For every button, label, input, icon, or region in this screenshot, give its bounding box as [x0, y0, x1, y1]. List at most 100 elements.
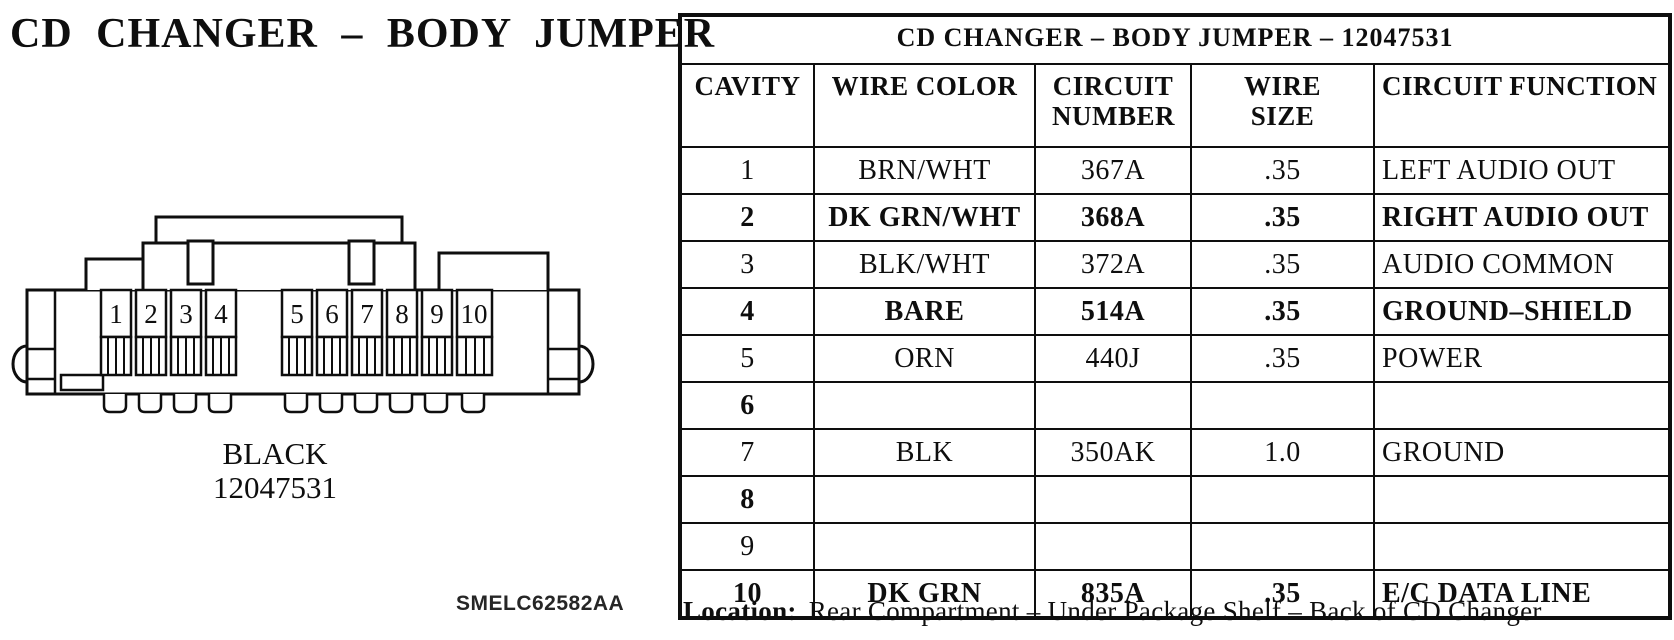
location-text: Rear Compartment – Under Package Shelf –…: [808, 596, 1542, 626]
page-title: CD CHANGER – BODY JUMPER: [10, 11, 716, 57]
cell-wire-size: [1190, 522, 1375, 571]
connector-lock-post-right: [347, 239, 376, 286]
pin-number: 5: [290, 299, 304, 329]
cell-wire-color: DK GRN/WHT: [813, 193, 1036, 242]
pin-box: [134, 288, 168, 339]
pin-foot: [423, 394, 449, 414]
cell-wire-size: .35: [1190, 240, 1375, 289]
cell-cavity: 8: [679, 475, 815, 524]
pin-box: [169, 288, 203, 339]
cell-wire-size: .35: [1190, 146, 1375, 195]
cell-circuit-number: 372A: [1034, 240, 1192, 289]
pin-foot: [137, 394, 163, 414]
connector-inner-lines: [27, 290, 579, 394]
table-row: 1 BRN/WHT 367A .35 LEFT AUDIO OUT: [679, 146, 1672, 195]
table-row: 9: [679, 522, 1672, 571]
cell-cavity: 9: [679, 522, 815, 571]
cell-wire-size: [1190, 381, 1375, 430]
pin-box: [455, 288, 494, 339]
table-row: 4 BARE 514A .35 GROUND–SHIELD: [679, 287, 1672, 336]
pin-number: 9: [430, 299, 444, 329]
connector-shoulder-right: [437, 251, 550, 290]
pin-foot: [388, 394, 414, 414]
pin-number: 4: [214, 299, 228, 329]
cell-wire-color: ORN: [813, 334, 1036, 383]
cell-circuit-number: 367A: [1034, 146, 1192, 195]
cell-circuit-number: [1034, 475, 1192, 524]
pin-foot: [172, 394, 198, 414]
table-row: 10 DK GRN 835A .35 E/C DATA LINE: [679, 569, 1672, 619]
pin-contact-hatch-lines: [358, 337, 376, 375]
pin-box: [350, 288, 384, 339]
pin-contact-hatch-lines: [323, 337, 341, 375]
connector-label: BLACK 12047531: [150, 437, 400, 505]
cell-circuit-function: E/C DATA LINE: [1372, 569, 1672, 619]
cell-wire-size: 1.0: [1190, 428, 1375, 477]
cell-wire-color: BARE: [813, 287, 1036, 336]
location-line: Location:Rear Compartment – Under Packag…: [683, 596, 1542, 627]
connector-lock-tab: [154, 215, 404, 245]
cell-circuit-function: [1372, 381, 1672, 430]
cell-wire-size: .35: [1190, 334, 1375, 383]
table-row: 5 ORN 440J .35 POWER: [679, 334, 1672, 383]
diagram-code: SMELC62582AA: [456, 592, 625, 615]
cell-circuit-function: GROUND: [1372, 428, 1672, 477]
cell-cavity: 4: [679, 287, 815, 336]
cell-cavity: 10: [679, 569, 815, 619]
column-header-cavity: CAVITY: [679, 63, 815, 148]
pin-foot: [353, 394, 379, 414]
column-header-wire-size-text: WIRE SIZE: [1243, 71, 1321, 131]
table-row: 8: [679, 475, 1672, 524]
cell-wire-color: DK GRN: [813, 569, 1036, 619]
cell-wire-size: .35: [1190, 569, 1375, 619]
connector-color-label: BLACK: [222, 436, 328, 471]
pin-contact-hatch-lines: [212, 337, 230, 375]
table-row: 6: [679, 381, 1672, 430]
pin-foot: [460, 394, 486, 414]
connector-bottom-notch: [59, 373, 105, 392]
cell-circuit-number: [1034, 381, 1192, 430]
cell-circuit-function: AUDIO COMMON: [1372, 240, 1672, 289]
cell-wire-color: [813, 475, 1036, 524]
connector-shoulder-left: [84, 257, 153, 290]
cell-wire-color: BLK/WHT: [813, 240, 1036, 289]
pin-number: 6: [325, 299, 339, 329]
pin-contact-hatch-lines: [288, 337, 306, 375]
pin-foot: [102, 394, 128, 414]
cell-circuit-number: 350AK: [1034, 428, 1192, 477]
connector-diagram: 1 2 3 4 5 6 7 8 9 10: [11, 215, 595, 414]
table-row: 2 DK GRN/WHT 368A .35 RIGHT AUDIO OUT: [679, 193, 1672, 242]
pin-foot: [318, 394, 344, 414]
cell-circuit-function: GROUND–SHIELD: [1372, 287, 1672, 336]
cell-circuit-number: 368A: [1034, 193, 1192, 242]
pin-number: 1: [109, 299, 123, 329]
pin-number: 10: [461, 299, 488, 329]
pin-number: 3: [179, 299, 193, 329]
table-row: 7 BLK 350AK 1.0 GROUND: [679, 428, 1672, 477]
pin-contact-hatch-lines: [177, 337, 195, 375]
pin-contact-hatch-lines: [428, 337, 446, 375]
pin-box: [385, 288, 419, 339]
cell-circuit-function: [1372, 475, 1672, 524]
connector-lock-post-left: [186, 239, 215, 286]
pin-number: 2: [144, 299, 158, 329]
table-header-row: CAVITY WIRE COLOR CIRCUIT NUMBER WIRE SI…: [679, 63, 1672, 148]
pin-contact-hatch-lines: [142, 337, 160, 375]
cell-circuit-number: [1034, 522, 1192, 571]
cell-wire-color: BRN/WHT: [813, 146, 1036, 195]
cell-circuit-function: [1372, 522, 1672, 571]
cell-cavity: 2: [679, 193, 815, 242]
pin-box: [280, 288, 314, 339]
cell-wire-color: BLK: [813, 428, 1036, 477]
cell-cavity: 3: [679, 240, 815, 289]
pin-box: [315, 288, 349, 339]
cell-circuit-function: LEFT AUDIO OUT: [1372, 146, 1672, 195]
cell-wire-color: [813, 381, 1036, 430]
table-title-row: CD CHANGER – BODY JUMPER – 12047531: [678, 14, 1672, 65]
cell-cavity: 1: [679, 146, 815, 195]
cell-circuit-function: POWER: [1372, 334, 1672, 383]
pin-contact-hatch-lines: [465, 337, 485, 375]
pin-contact-hatch-lines: [393, 337, 411, 375]
cell-circuit-number: 835A: [1034, 569, 1192, 619]
